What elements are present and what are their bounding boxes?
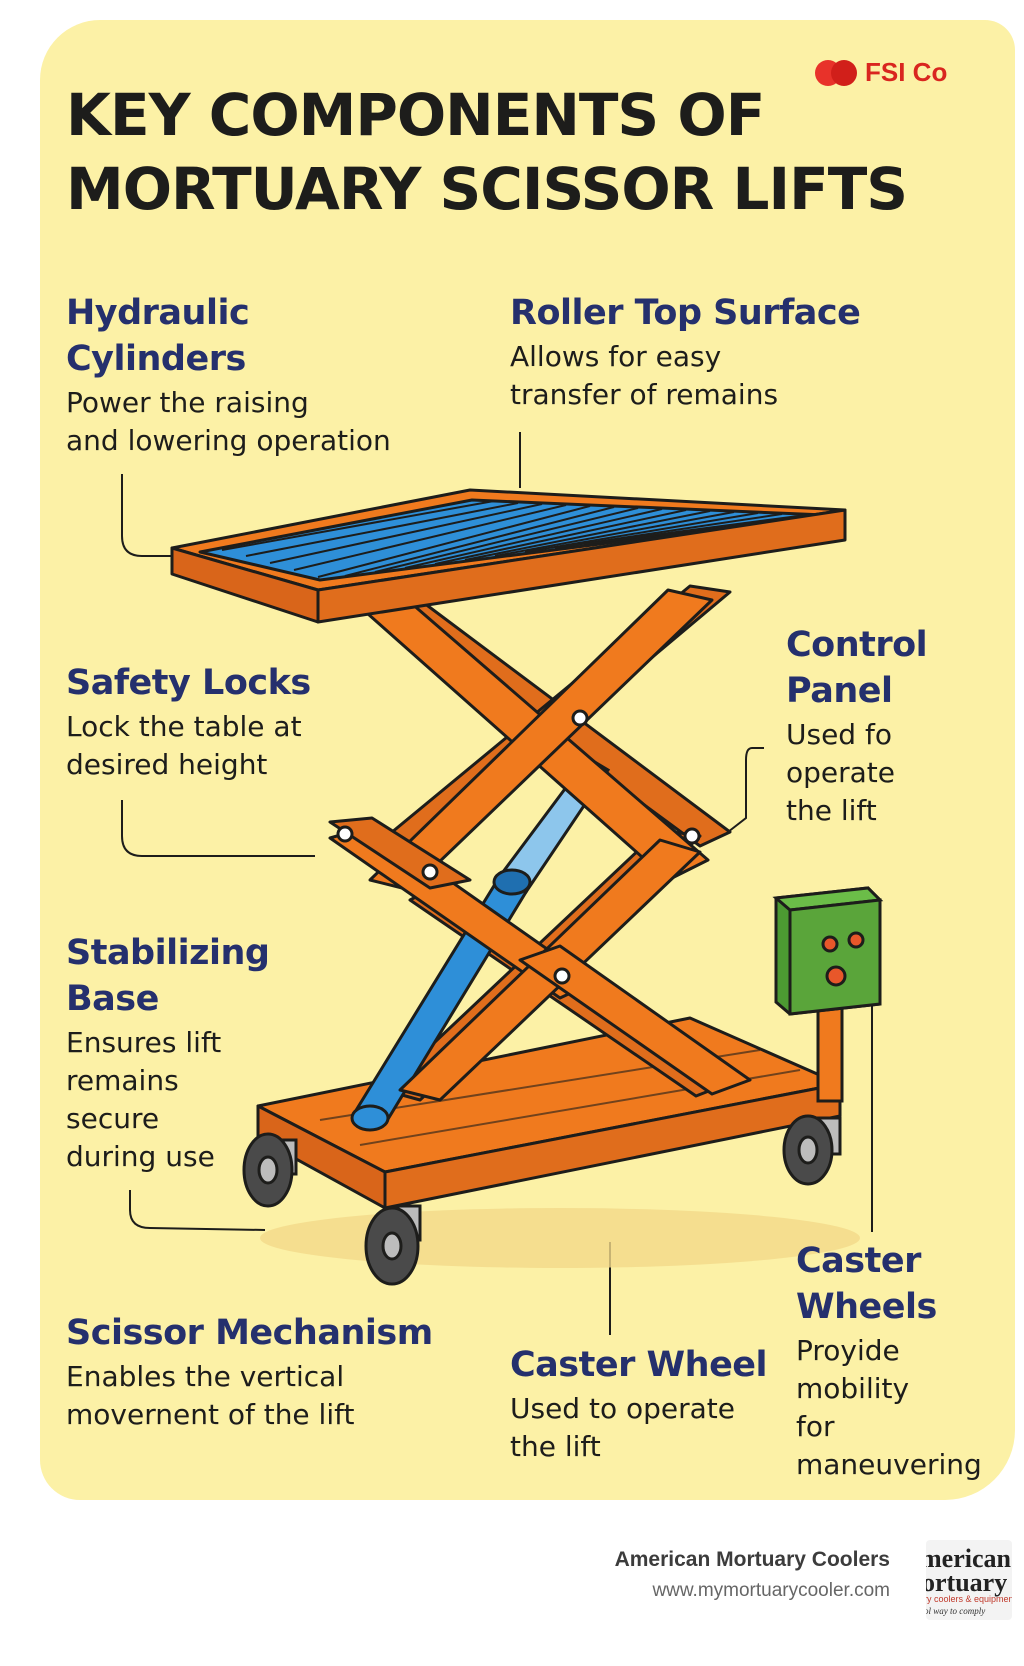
label-control-panel: Control Panel Used fo operate the lift <box>786 622 928 830</box>
scissor-desc-1: Enables the vertical <box>66 1360 345 1393</box>
leader-safety-locks <box>121 800 315 857</box>
title-line-2: MORTUARY SCISSOR LIFTS <box>66 155 908 223</box>
control-panel-shape <box>772 886 884 1103</box>
hydraulic-name-2: Cylinders <box>66 339 246 379</box>
page-title: KEY COMPONENTS OF MORTUARY SCISSOR LIFTS <box>66 78 966 226</box>
control-name-1: Control <box>786 625 928 665</box>
base-desc-2: remains <box>66 1064 179 1097</box>
caster-wheels-shape <box>242 1114 842 1286</box>
safety-desc-1: Lock the table at <box>66 710 302 743</box>
label-scissor-mechanism: Scissor Mechanism Enables the vertical m… <box>66 1310 433 1434</box>
logo-circles-icon <box>815 58 859 88</box>
caster-wheels-name-2: Wheels <box>796 1287 937 1327</box>
roller-top-shape <box>170 488 847 624</box>
footer-logo-line-2: ortuary <box>926 1568 1008 1597</box>
footer-company: American Mortuary Coolers <box>614 1548 890 1571</box>
label-safety-locks: Safety Locks Lock the table at desired h… <box>66 660 311 784</box>
stabilizing-base-shape <box>256 1016 842 1210</box>
logo-text: FSI Co <box>865 57 948 87</box>
hydraulic-desc-2: and lowering operation <box>66 424 391 457</box>
base-desc-4: during use <box>66 1140 215 1173</box>
label-hydraulic-cylinders: Hydraulic Cylinders Power the raising an… <box>66 290 391 460</box>
american-mortuary-logo: merican ortuary ry coolers & equipment o… <box>926 1540 1012 1620</box>
leader-hydraulic <box>121 474 172 557</box>
safety-name: Safety Locks <box>66 663 311 703</box>
footer-logo-line-3: ry coolers & equipment <box>926 1594 1012 1604</box>
label-roller-top-surface: Roller Top Surface Allows for easy trans… <box>510 290 861 414</box>
control-name-2: Panel <box>786 671 893 711</box>
leader-stabilizing-base <box>129 1190 266 1231</box>
caster-wheels-desc-2: mobility <box>796 1372 910 1405</box>
title-line-1: KEY COMPONENTS OF <box>66 81 765 149</box>
base-desc-1: Ensures lift <box>66 1026 222 1059</box>
fsi-logo: FSI Co <box>815 57 947 88</box>
roller-lines <box>221 500 807 578</box>
control-desc-1: Used fo <box>786 718 892 751</box>
scissor-name: Scissor Mechanism <box>66 1313 433 1353</box>
caster-wheels-desc-3: for <box>796 1410 835 1443</box>
caster-wheel-desc-2: the lift <box>510 1430 601 1463</box>
roller-desc-1: Allows for easy <box>510 340 722 373</box>
control-desc-2: operate <box>786 756 896 789</box>
footer-logo-line-1: merican <box>926 1544 1011 1573</box>
roller-desc-2: transfer of remains <box>510 378 779 411</box>
leader-control-panel <box>727 747 764 833</box>
footer-credit: American Mortuary Coolers www.mymortuary… <box>560 1548 890 1602</box>
roller-name: Roller Top Surface <box>510 293 861 333</box>
base-desc-3: secure <box>66 1102 160 1135</box>
caster-wheel-desc-1: Used to operate <box>510 1392 735 1425</box>
hydraulic-desc-1: Power the raising <box>66 386 309 419</box>
footer-url[interactable]: www.mymortuarycooler.com <box>652 1580 890 1601</box>
label-caster-wheel: Caster Wheel Used to operate the lift <box>510 1342 768 1466</box>
label-caster-wheels: Caster Wheels Proyide mobility for maneu… <box>796 1238 982 1484</box>
caster-wheels-desc-4: maneuvering <box>796 1448 982 1481</box>
footer-logo-line-4: ol way to comply <box>926 1606 986 1616</box>
base-name-1: Stabilizing <box>66 933 270 973</box>
caster-wheels-name-1: Caster <box>796 1241 921 1281</box>
caster-wheel-name: Caster Wheel <box>510 1345 768 1385</box>
label-stabilizing-base: Stabilizing Base Ensures lift remains se… <box>66 930 270 1176</box>
control-desc-3: the lift <box>786 794 877 827</box>
base-name-2: Base <box>66 979 159 1019</box>
hydraulic-name-1: Hydraulic <box>66 293 250 333</box>
safety-desc-2: desired height <box>66 748 268 781</box>
scissor-desc-2: movernent of the lift <box>66 1398 355 1431</box>
caster-wheels-desc-1: Proyide <box>796 1334 900 1367</box>
